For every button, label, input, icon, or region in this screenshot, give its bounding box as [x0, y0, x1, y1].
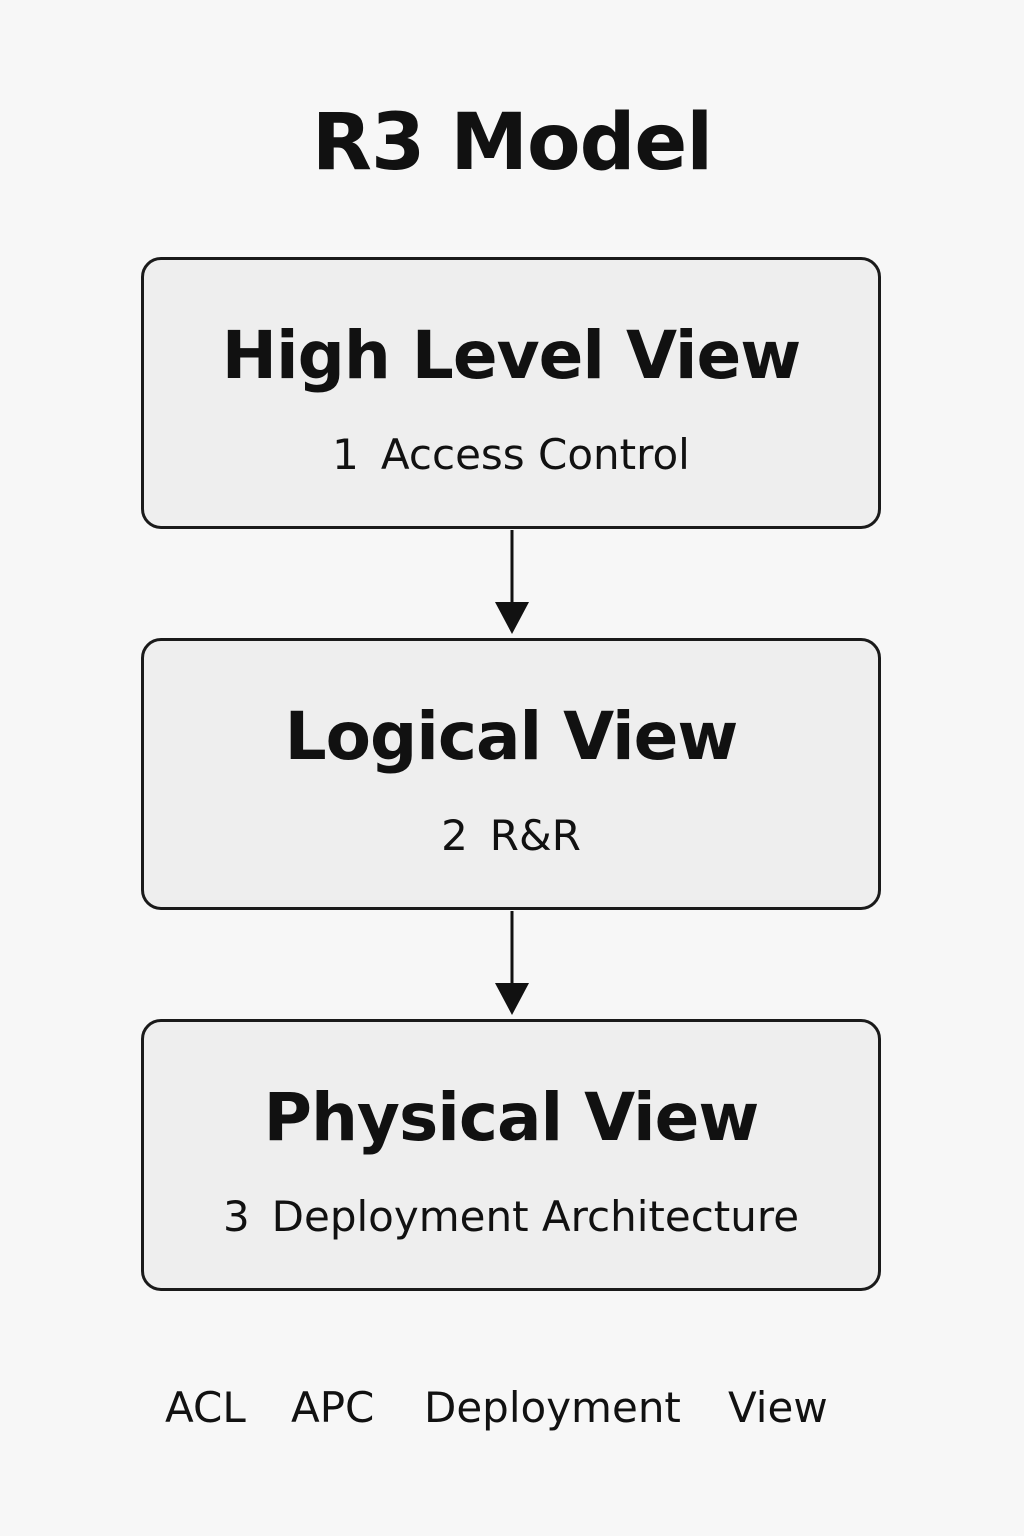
- box-number: 1: [332, 430, 359, 479]
- box-label: Access Control: [380, 430, 690, 479]
- box-heading: High Level View: [221, 317, 802, 394]
- logical-view-box: Logical View 2 R&R: [141, 638, 881, 910]
- box-subtitle: 2 R&R: [144, 811, 878, 861]
- legend-item-deployment: Deployment: [424, 1383, 681, 1432]
- diagram-title: R3 Model: [311, 98, 713, 188]
- physical-view-box: Physical View 3 Deployment Architecture: [141, 1019, 881, 1291]
- arrow-logical-to-physical: [495, 911, 529, 1015]
- box-label: Deployment Architecture: [271, 1192, 800, 1241]
- legend-item-acl: ACL: [165, 1383, 246, 1432]
- legend-row: ACL APC Deployment View: [0, 1380, 1024, 1440]
- box-subtitle: 3 Deployment Architecture: [144, 1192, 878, 1242]
- box-heading: Logical View: [284, 698, 739, 775]
- legend-item-view: View: [728, 1383, 828, 1432]
- box-heading: Physical View: [263, 1079, 760, 1156]
- box-subtitle: 1 Access Control: [144, 430, 878, 480]
- box-label: R&R: [489, 811, 581, 860]
- box-number: 2: [441, 811, 468, 860]
- box-number: 3: [222, 1192, 250, 1241]
- arrow-high-to-logical: [495, 530, 529, 634]
- high-level-view-box: High Level View 1 Access Control: [141, 257, 881, 529]
- legend-item-apc: APC: [291, 1383, 375, 1432]
